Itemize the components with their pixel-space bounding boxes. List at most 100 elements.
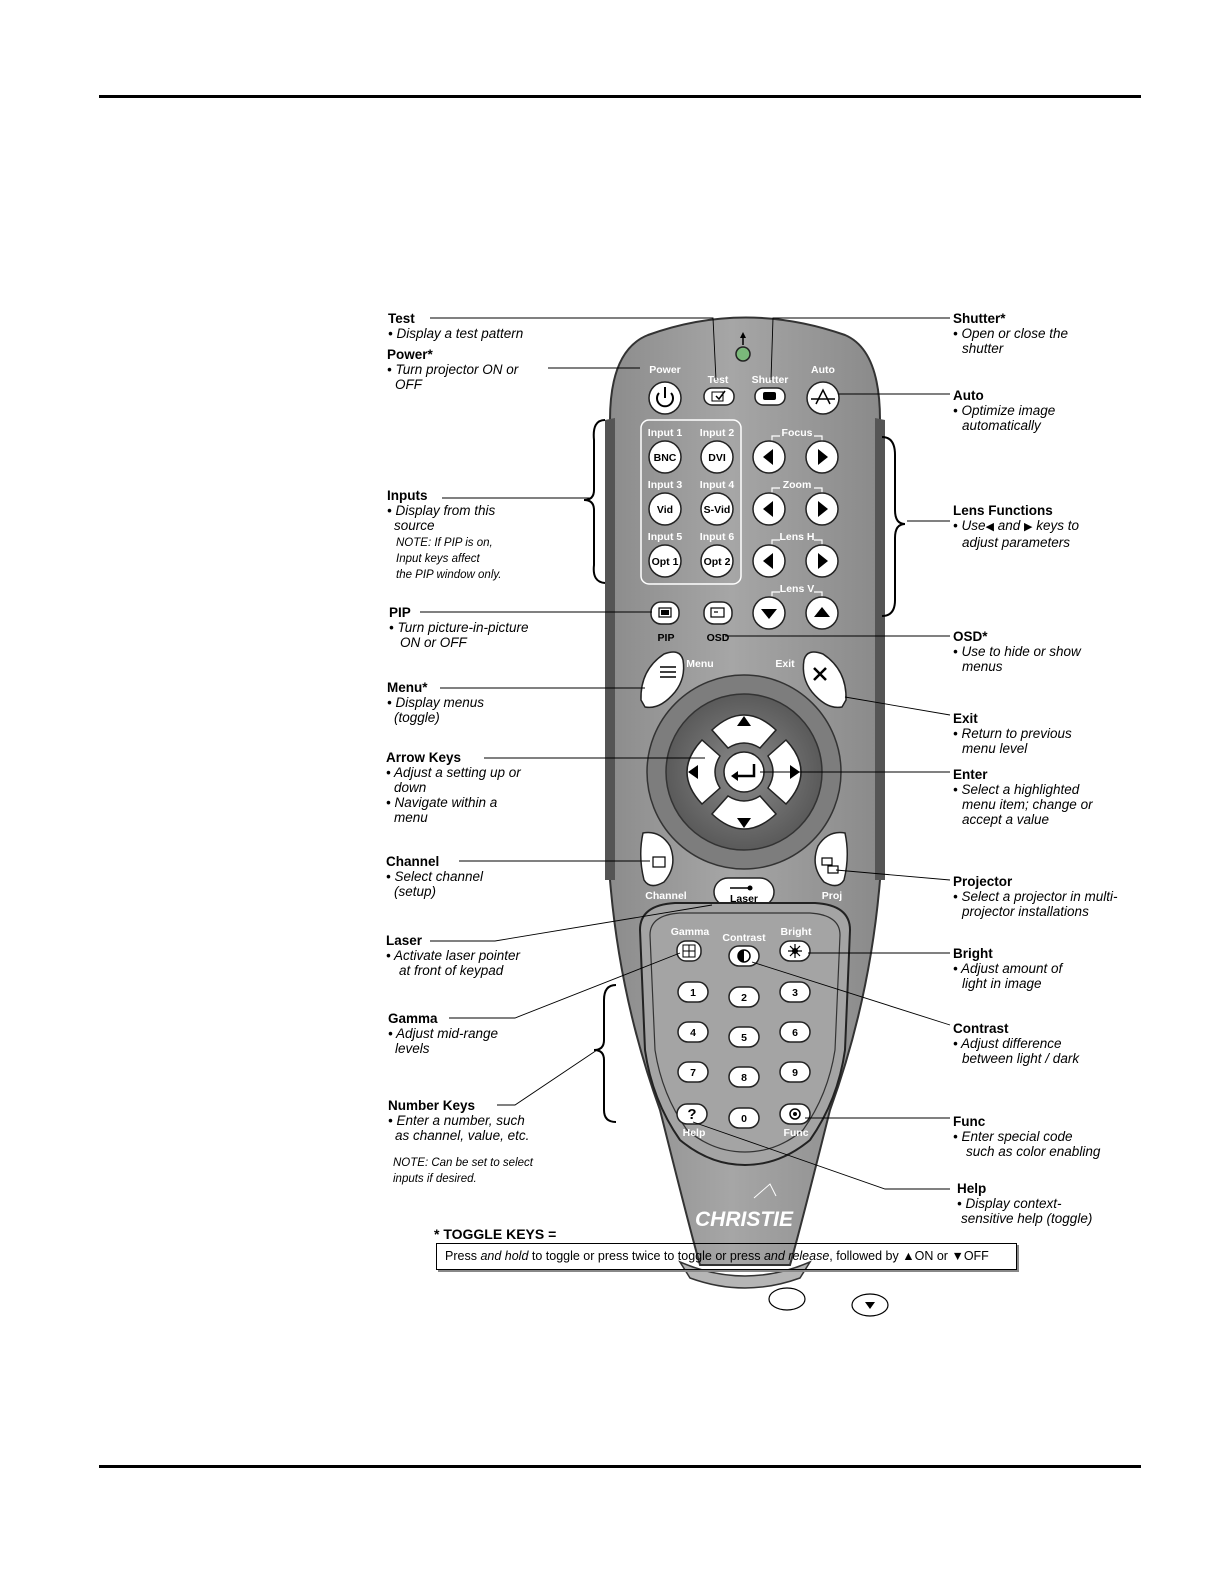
opt1-key-text: Opt 1 — [652, 556, 679, 568]
inputs-bracket — [583, 419, 606, 584]
input4-label: Input 4 — [700, 479, 735, 491]
bnc-button[interactable] — [648, 440, 682, 474]
number-5-button[interactable] — [728, 1026, 760, 1048]
callout-bright: Bright • Adjust amount of light in image — [953, 946, 1063, 991]
number-6-text: 6 — [792, 1027, 798, 1039]
number-keys-bracket — [593, 984, 617, 1123]
down-triangle-icon: ▼ — [951, 1249, 964, 1263]
led-indicator — [735, 346, 751, 362]
help-button — [676, 1103, 708, 1125]
input6-label: Input 6 — [700, 531, 735, 543]
lensv-label: Lens V — [780, 583, 814, 595]
top-rule — [99, 95, 1141, 98]
inputs-panel — [640, 419, 742, 585]
callout-exit: Exit • Return to previous menu level — [953, 711, 1072, 756]
callout-projector: Projector • Select a projector in multi-… — [953, 874, 1118, 919]
channel-button — [640, 831, 674, 887]
brand-logo: CHRISTIE — [695, 1208, 794, 1231]
callout-osd: OSD* • Use to hide or show menus — [953, 629, 1081, 674]
number-1-button[interactable] — [677, 981, 709, 1003]
up-triangle-icon: ▲ — [902, 1249, 915, 1263]
number-3-button[interactable] — [779, 981, 811, 1003]
number-3-text: 3 — [792, 987, 798, 999]
toggle-up-key-icon — [768, 1287, 806, 1311]
callout-func: Func • Enter special code such as color … — [953, 1114, 1101, 1159]
callout-auto: Auto • Optimize image automatically — [953, 388, 1056, 433]
opt1-button[interactable] — [648, 544, 682, 578]
callout-contrast: Contrast • Adjust difference between lig… — [953, 1021, 1080, 1066]
number-1-text: 1 — [690, 987, 696, 999]
osd-button — [703, 601, 733, 625]
vid-key-text: Vid — [657, 504, 673, 516]
number-2-button[interactable] — [728, 986, 760, 1008]
arrow-right-icon — [818, 553, 828, 569]
help-key-label: Help — [683, 1127, 706, 1139]
left-arrow-icon: ◀ — [985, 521, 994, 533]
callout-inputs: Inputs • Display from this source NOTE: … — [387, 488, 502, 581]
test-button — [703, 387, 735, 406]
leader-lines — [420, 317, 951, 1190]
callout-enter: Enter • Select a highlighted menu item; … — [953, 767, 1093, 827]
arrow-up-icon — [814, 607, 830, 617]
callout-title: Test — [388, 311, 415, 326]
callout-help: Help • Display context- sensitive help (… — [957, 1181, 1093, 1226]
callout-shutter: Shutter* • Open or close the shutter — [953, 311, 1069, 356]
opt2-button[interactable] — [700, 544, 734, 578]
callout-menu: Menu* • Display menus (toggle) — [387, 680, 485, 725]
toggle-keys-title: * TOGGLE KEYS = — [434, 1226, 557, 1242]
callout-power: Power* • Turn projector ON or OFF — [387, 347, 519, 392]
power-key-label: Power — [649, 364, 681, 376]
number-4-button[interactable] — [677, 1021, 709, 1043]
callout-test: Test • Display a test pattern — [388, 311, 524, 341]
gamma-key-label: Gamma — [671, 926, 710, 938]
callout-channel: Channel • Select channel (setup) — [386, 854, 484, 899]
arrow-left-icon — [763, 449, 773, 465]
number-2-text: 2 — [741, 992, 747, 1004]
number-0-text: 0 — [741, 1113, 747, 1125]
enter-button — [723, 751, 765, 793]
auto-key-label: Auto — [811, 364, 835, 376]
input1-label: Input 1 — [648, 427, 683, 439]
vid-button[interactable] — [648, 492, 682, 526]
arrow-down-button — [710, 795, 778, 830]
arrow-left-icon — [763, 553, 773, 569]
proj-key-label: Proj — [822, 890, 843, 902]
test-key-label: Test — [708, 374, 729, 386]
callout-laser: Laser • Activate laser pointer at front … — [386, 933, 521, 978]
arrow-up-button — [710, 714, 778, 749]
shutter-key-label: Shutter — [752, 374, 789, 386]
svid-key-text: S-Vid — [704, 504, 731, 516]
toggle-keys-note: Press and hold to toggle or press twice … — [436, 1243, 1017, 1270]
svid-button[interactable] — [700, 492, 734, 526]
number-6-button[interactable] — [779, 1021, 811, 1043]
number-0-button[interactable] — [728, 1107, 760, 1129]
bottom-rule — [99, 1465, 1141, 1468]
number-7-button[interactable] — [677, 1061, 709, 1083]
bright-key-label: Bright — [781, 926, 812, 938]
exit-key-label: Exit — [775, 658, 795, 670]
arrow-down-icon — [761, 609, 777, 619]
number-8-text: 8 — [741, 1072, 747, 1084]
arrow-right-icon — [818, 501, 828, 517]
input3-label: Input 3 — [648, 479, 683, 491]
func-key-label: Func — [783, 1127, 808, 1139]
opt2-key-text: Opt 2 — [704, 556, 731, 568]
lens-bracket — [881, 436, 906, 617]
number-8-button[interactable] — [728, 1066, 760, 1088]
input2-label: Input 2 — [700, 427, 735, 439]
dvi-button[interactable] — [700, 440, 734, 474]
auto-button — [806, 381, 840, 415]
number-9-button[interactable] — [779, 1061, 811, 1083]
bnc-key-text: BNC — [654, 452, 677, 464]
menu-button — [640, 651, 685, 709]
number-5-text: 5 — [741, 1032, 747, 1044]
callout-arrow-keys: Arrow Keys • Adjust a setting up or down… — [386, 750, 521, 825]
dvi-key-text: DVI — [708, 452, 726, 464]
callout-pip: PIP • Turn picture-in-picture ON or OFF — [389, 605, 529, 650]
input5-label: Input 5 — [648, 531, 683, 543]
callout-number-keys: Number Keys • Enter a number, such as ch… — [388, 1098, 533, 1185]
channel-key-label: Channel — [645, 890, 687, 902]
right-arrow-icon: ▶ — [1023, 521, 1033, 533]
arrow-right-icon — [818, 449, 828, 465]
